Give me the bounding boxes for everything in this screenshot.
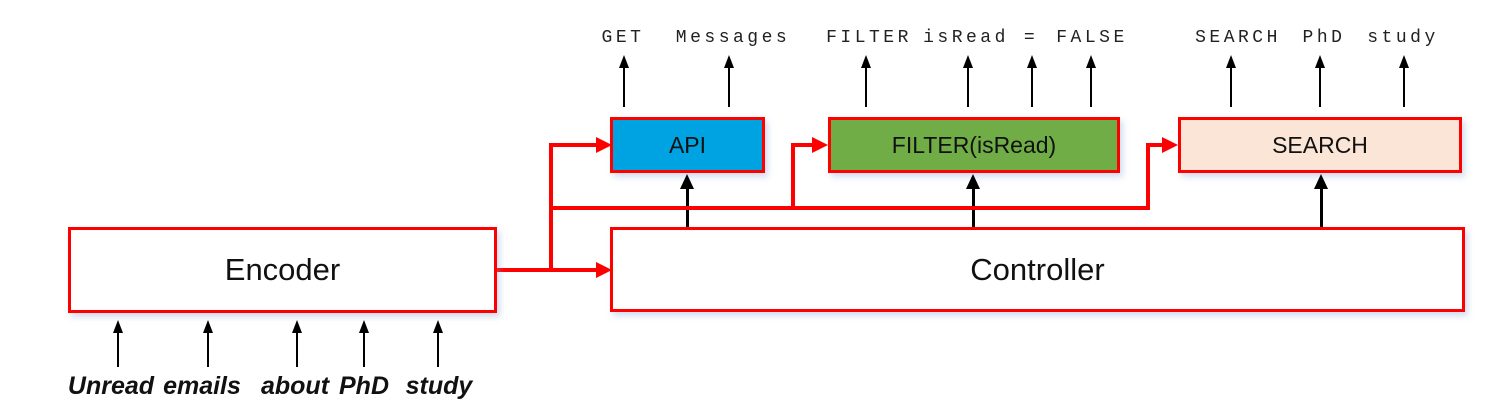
red-connector-search-branch xyxy=(1146,143,1162,147)
output-token-label: GET xyxy=(601,28,645,48)
up-arrow-icon xyxy=(1086,55,1096,107)
input-token-label: study xyxy=(405,372,473,400)
up-arrow-icon xyxy=(1399,55,1409,107)
output-token-label: PhD xyxy=(1302,28,1346,48)
filter-box-label: FILTER(isRead) xyxy=(891,131,1057,158)
red-arrowhead-search-icon xyxy=(1162,137,1178,153)
controller-box-label: Controller xyxy=(970,251,1105,287)
search-box: SEARCH xyxy=(1178,117,1462,173)
red-connector-filter-branch xyxy=(791,143,812,147)
red-arrowhead-controller-icon xyxy=(596,262,612,278)
red-arrowhead-api-icon xyxy=(596,137,612,153)
red-connector-filter-riser xyxy=(791,143,795,210)
encoder-box: Encoder xyxy=(68,227,497,313)
red-connector-api-branch xyxy=(549,143,596,147)
controller-to-api-arrow-icon xyxy=(680,174,694,228)
output-token-label: Messages xyxy=(675,28,791,48)
output-token-label: FILTER xyxy=(826,28,912,48)
red-connector-encoder-out xyxy=(496,268,596,272)
up-arrow-icon xyxy=(292,320,302,367)
input-token-label: Unread xyxy=(67,372,155,400)
output-token-label: study xyxy=(1367,28,1439,48)
input-token-label: about xyxy=(260,372,330,400)
output-token-label: FALSE xyxy=(1056,28,1128,48)
controller-to-filter-arrow-icon xyxy=(966,174,980,228)
api-box-label: API xyxy=(668,131,707,158)
output-token-label: = xyxy=(1023,28,1039,48)
filter-box: FILTER(isRead) xyxy=(828,117,1120,173)
input-token-label: emails xyxy=(163,372,241,400)
red-connector-search-riser xyxy=(1146,143,1150,210)
controller-box: Controller xyxy=(610,227,1465,312)
api-box: API xyxy=(610,117,765,173)
up-arrow-icon xyxy=(1226,55,1236,107)
up-arrow-icon xyxy=(861,55,871,107)
up-arrow-icon xyxy=(1027,55,1037,107)
up-arrow-icon xyxy=(963,55,973,107)
up-arrow-icon xyxy=(359,320,369,367)
up-arrow-icon xyxy=(619,55,629,107)
output-token-label: SEARCH xyxy=(1195,28,1281,48)
red-arrowhead-filter-icon xyxy=(812,137,828,153)
red-connector-bus xyxy=(549,206,1150,210)
up-arrow-icon xyxy=(203,320,213,367)
up-arrow-icon xyxy=(113,320,123,367)
input-token-label: PhD xyxy=(339,372,389,400)
output-token-label: isRead xyxy=(923,28,1009,48)
controller-to-search-arrow-icon xyxy=(1314,174,1328,228)
up-arrow-icon xyxy=(1315,55,1325,107)
up-arrow-icon xyxy=(724,55,734,107)
search-box-label: SEARCH xyxy=(1272,131,1368,158)
up-arrow-icon xyxy=(433,320,443,367)
encoder-box-label: Encoder xyxy=(224,252,341,287)
